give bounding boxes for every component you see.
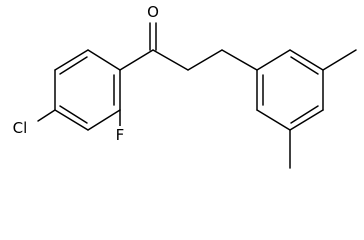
bond-ring1-a [87, 49, 121, 71]
chlorine-label-bg [3, 119, 35, 137]
bond-ring2-b [289, 49, 324, 71]
bond-ring1-f-inner [59, 56, 88, 75]
bond-ring1-c [87, 109, 121, 131]
bond-ring2-e [256, 109, 291, 131]
bond-chain-3 [221, 49, 258, 71]
oxygen-atom-label: O [147, 3, 159, 21]
bond-c-cl [37, 109, 56, 122]
bond-ring1-carbonyl [119, 49, 154, 71]
oxygen-label-bg [146, 3, 160, 21]
bond-methyl-top [322, 49, 357, 71]
bond-ring1-d-inner [59, 105, 88, 124]
bond-ring2-b-inner [290, 56, 319, 75]
bond-ring1-d [54, 109, 89, 131]
chlorine-atom-label: Cl [13, 119, 28, 137]
fluorine-label-bg [113, 126, 127, 144]
bond-chain-1 [152, 49, 189, 71]
bond-chain-2 [187, 49, 223, 71]
bond-ring2-d [289, 109, 324, 131]
bond-ring2-a [256, 49, 291, 71]
bond-ring1-f [54, 49, 89, 71]
bond-ring2-d-inner [290, 105, 319, 124]
chlorofluorophenyl-ring [54, 49, 121, 131]
structure-canvas: O Cl F [3, 3, 357, 169]
fluorine-atom-label: F [116, 126, 125, 144]
dimethylphenyl-ring [256, 49, 324, 131]
